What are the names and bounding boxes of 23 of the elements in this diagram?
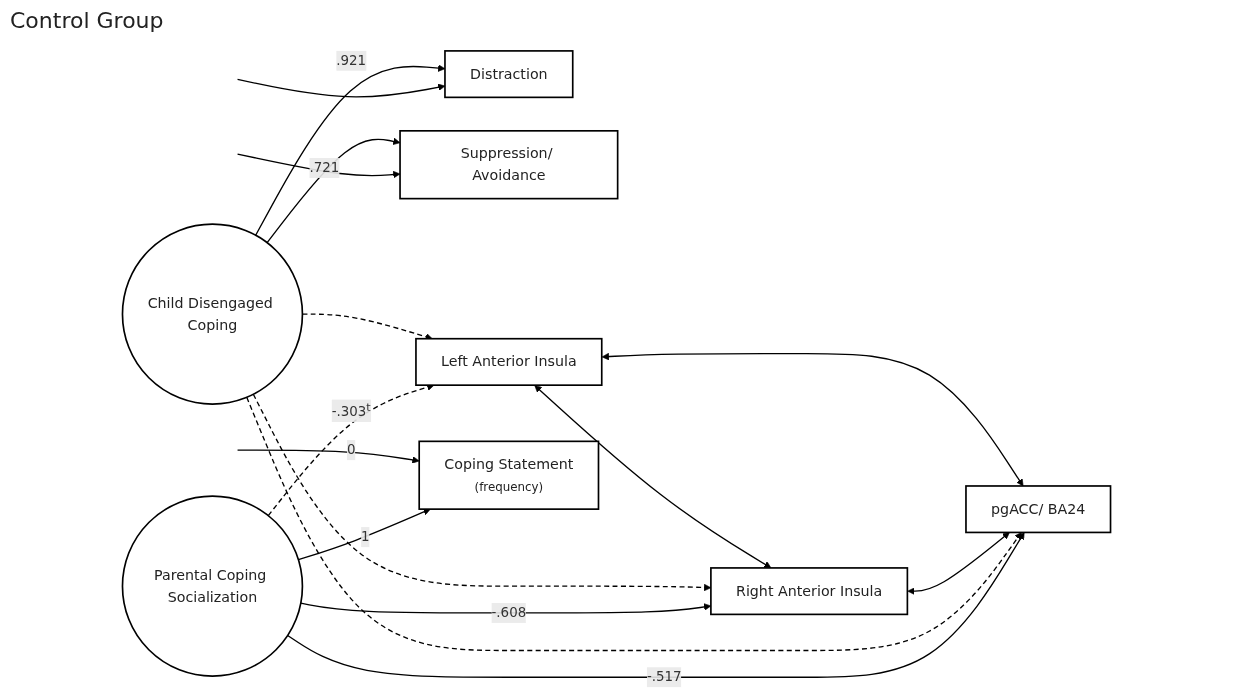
edge-label: 1	[361, 528, 370, 545]
edge-label: .721	[309, 159, 340, 176]
edge-label: -.517	[646, 668, 682, 685]
diagram-title: Control Group	[10, 8, 164, 33]
node-box: Distraction	[444, 50, 574, 99]
edge-label: .921	[336, 52, 367, 69]
arrow	[236, 449, 420, 464]
arrow	[907, 532, 1010, 595]
edge-label: -.608	[491, 604, 527, 621]
arrow	[266, 137, 401, 244]
node-box: Right Anterior Insula	[710, 567, 909, 616]
edge-label: 0	[346, 441, 356, 458]
node-circle: Child Disengaged Coping	[121, 223, 304, 405]
arrow	[287, 532, 1025, 678]
node-box: Coping Statement (frequency)	[418, 440, 600, 510]
arrow	[246, 396, 1022, 652]
edge-label: -.303$^{t}$	[331, 401, 371, 420]
node-box: Left Anterior Insula	[415, 337, 603, 386]
node-circle: Parental Coping Socialization	[121, 495, 304, 677]
arrow	[534, 385, 772, 569]
node-box: pgACC/ BA24	[965, 485, 1112, 534]
node-box: Suppression/ Avoidance	[399, 130, 619, 200]
arrow	[601, 352, 1024, 487]
